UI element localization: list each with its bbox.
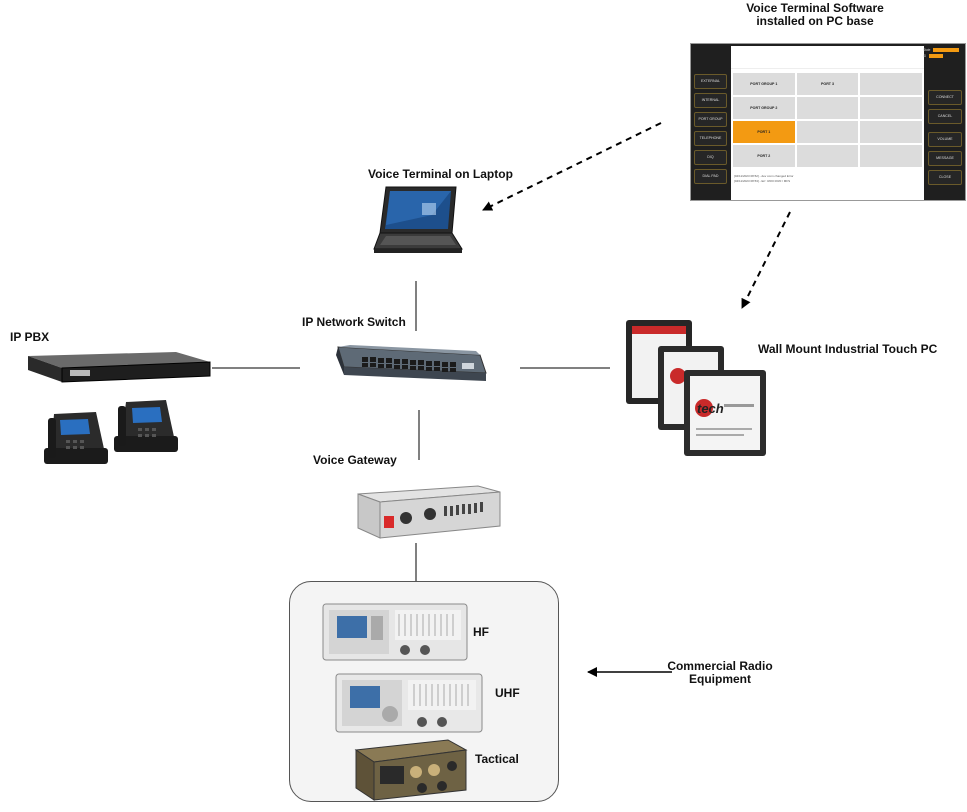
network-switch-icon — [336, 345, 487, 381]
status-id-label: ID — [923, 54, 927, 58]
menu-external-button[interactable]: EXTERNAL — [694, 74, 727, 89]
arrow-software-touchpc — [741, 211, 791, 309]
connect-button[interactable]: CONNECT — [928, 90, 962, 105]
hf-label: HF — [473, 625, 489, 639]
touch-pc-brand: tech — [697, 401, 724, 416]
volume-button[interactable]: VOLUME — [928, 132, 962, 147]
message-button[interactable]: MESSAGE — [928, 151, 962, 166]
voice-terminal-laptop-label: Voice Terminal on Laptop — [368, 167, 513, 181]
menu-telephone-button[interactable]: TELEPHONE — [694, 131, 727, 146]
laptop-icon — [373, 186, 463, 253]
ip-pbx-label: IP PBX — [10, 330, 50, 344]
voice-gateway-label: Voice Gateway — [313, 453, 397, 467]
arrow-software-laptop — [482, 122, 662, 211]
port-cell[interactable] — [860, 145, 922, 167]
port-grid: PORT GROUP 1 PORT 3 PORT GROUP 2 PORT 1 … — [733, 73, 922, 167]
commercial-radio-label: Commercial Radio Equipment — [667, 659, 773, 686]
port-cell[interactable] — [796, 97, 859, 119]
menu-dial-pad-button[interactable]: DIAL PAD — [694, 169, 727, 184]
port-cell[interactable]: PORT 2 — [733, 145, 795, 167]
port-cell[interactable]: PORT GROUP 2 — [733, 97, 795, 119]
port-cell[interactable]: PORT 3 — [796, 73, 859, 95]
port-cell[interactable]: PORT GROUP 1 — [733, 73, 795, 95]
menu-internal-button[interactable]: INTERNAL — [694, 93, 727, 108]
close-button[interactable]: CLOSE — [928, 170, 962, 185]
menu-diq-button[interactable]: DIQ — [694, 150, 727, 165]
ip-pbx-icon — [28, 352, 211, 464]
voice-terminal-software-label: Voice Terminal Software installed on PC … — [746, 1, 884, 28]
log-line: [04/11/2023 08:53] - Err: 0/0/0 0/0/0 / … — [734, 179, 791, 183]
port-cell[interactable] — [860, 121, 922, 143]
wall-mount-touch-pc-label: Wall Mount Industrial Touch PC — [758, 342, 938, 356]
screen-main-panel: PORT GROUP 1 PORT 3 PORT GROUP 2 PORT 1 … — [731, 46, 924, 200]
ip-network-switch-label: IP Network Switch — [302, 315, 406, 329]
tactical-label: Tactical — [475, 752, 519, 766]
screen-status: State ID — [923, 48, 961, 60]
hf-radio-icon — [322, 603, 468, 661]
voice-gateway-icon — [357, 485, 501, 539]
screen-top-bar — [731, 46, 924, 69]
touch-pc-panel-3 — [684, 370, 766, 456]
cancel-button[interactable]: CANCEL — [928, 109, 962, 124]
voice-terminal-software-screen: EXTERNAL INTERNAL PORT GROUP TELEPHONE D… — [690, 43, 966, 201]
screen-log: [04/11/2023 08:52] - dev conn changed Er… — [734, 174, 919, 184]
status-state-bar — [933, 48, 960, 52]
port-cell-active[interactable]: PORT 1 — [733, 121, 795, 143]
touch-pc-icon — [626, 320, 766, 456]
log-line: [04/11/2023 08:52] - dev conn changed Er… — [734, 174, 794, 178]
menu-port-group-button[interactable]: PORT GROUP — [694, 112, 727, 127]
port-cell[interactable] — [796, 121, 859, 143]
port-cell[interactable] — [860, 97, 922, 119]
tactical-radio-icon — [354, 739, 468, 801]
screen-right-menu: CONNECT CANCEL VOLUME MESSAGE CLOSE — [928, 90, 962, 189]
status-state-label: State — [923, 48, 931, 52]
screen-left-menu: EXTERNAL INTERNAL PORT GROUP TELEPHONE D… — [694, 74, 727, 188]
port-cell[interactable] — [796, 145, 859, 167]
uhf-label: UHF — [495, 686, 520, 700]
status-id-bar — [929, 54, 944, 58]
port-cell[interactable] — [860, 73, 922, 95]
uhf-radio-icon — [335, 673, 483, 733]
